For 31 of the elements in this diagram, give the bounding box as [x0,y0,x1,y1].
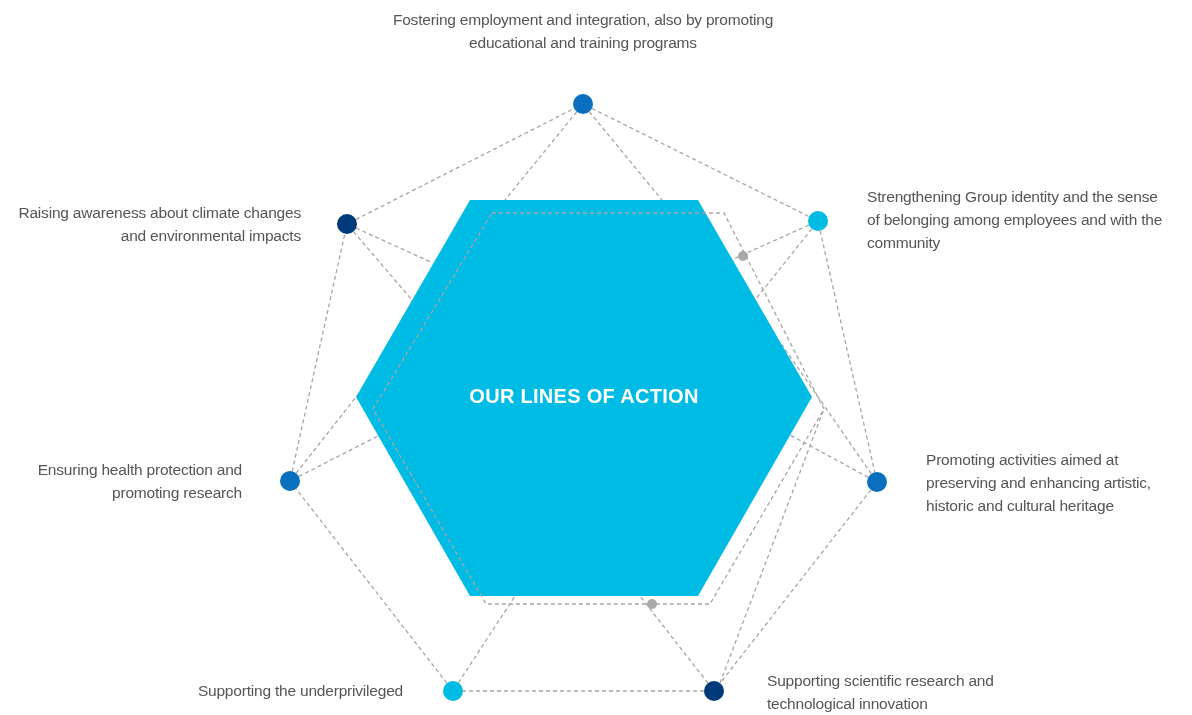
action-label: Fostering employment and integration, also by promoting educational and training programs [391,10,775,53]
dashed-connector [639,595,709,684]
dot-marker [808,211,828,231]
dashed-connector [504,111,578,201]
action-label: Promoting activities aimed at preserving and enhancing artistic, historic and cultural heritage [926,450,1152,516]
dashed-connector [457,595,516,684]
dot-marker [867,472,887,492]
dashed-connector [291,233,346,472]
dot-marker [280,471,300,491]
dashed-connector [591,107,810,218]
dashed-connector [355,107,575,221]
dot-marker [443,681,463,701]
dashed-connector [781,344,872,475]
dashed-connector [298,435,379,478]
dashed-connector [352,230,413,301]
dot-marker [337,214,357,234]
action-label: Supporting the underprivileged [196,681,403,701]
dot-marker [573,94,593,114]
hexagon-title: OUR LINES OF ACTION [468,385,700,408]
dashed-connector [295,488,448,684]
dashed-connector [789,434,869,478]
dashed-connector [588,111,663,201]
action-label: Strengthening Group identity and the sense of belonging among employees and with the community [867,187,1164,253]
dot-marker [704,681,724,701]
dashed-connector [719,489,872,684]
dashed-connector [754,228,813,301]
dashed-connector [819,230,876,473]
action-label: Ensuring health protection and promoting research [36,460,242,503]
dashed-connector [462,690,705,692]
action-label: Supporting scientific research and technological innovation [767,671,995,714]
action-label: Raising awareness about climate changes and environmental impacts [17,203,301,246]
